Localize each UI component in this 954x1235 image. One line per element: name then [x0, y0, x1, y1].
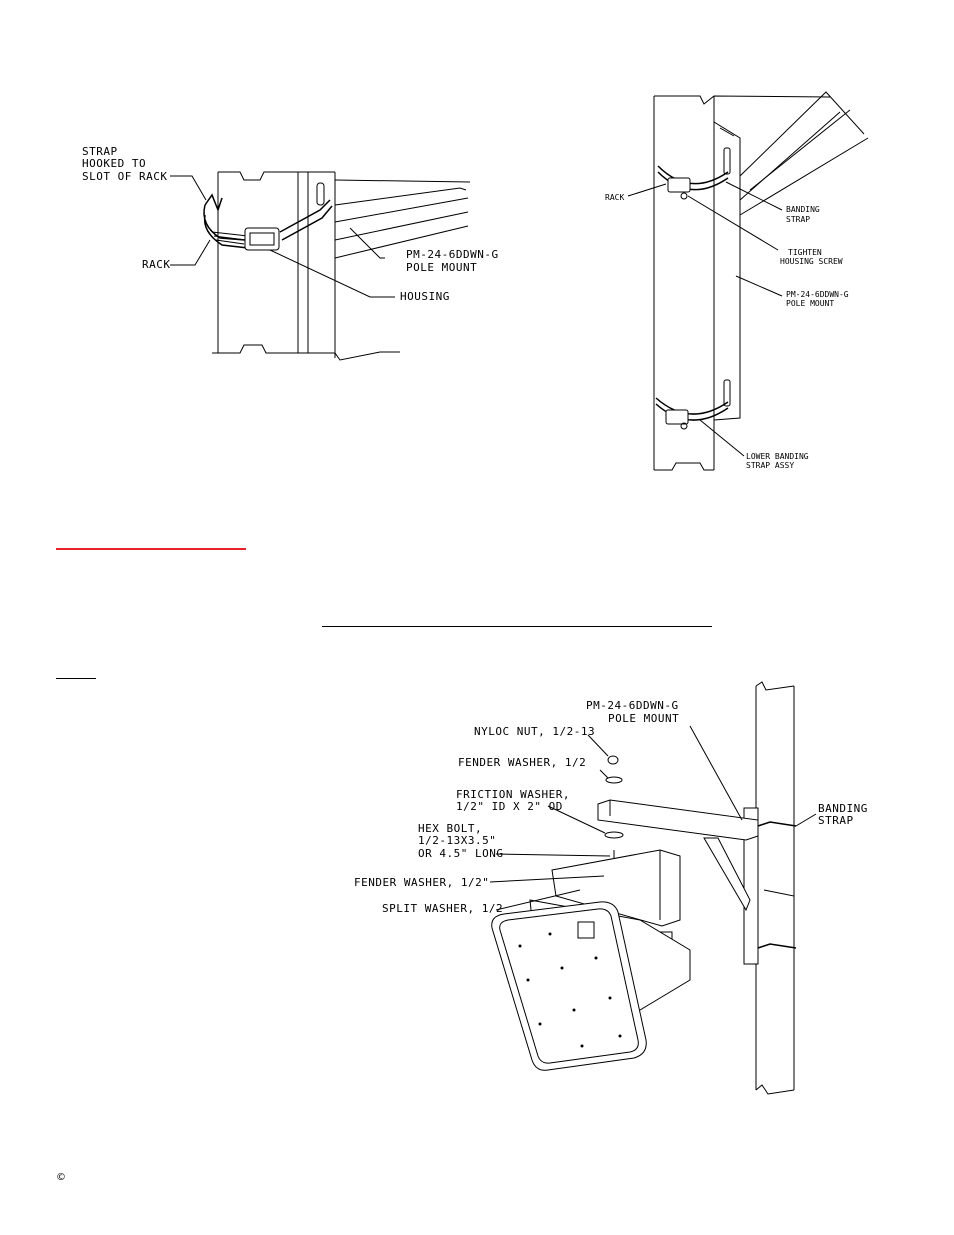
label-tighten-2: HOUSING SCREW — [780, 257, 843, 266]
label-pole-mount-2: POLE MOUNT — [786, 299, 834, 308]
label-banding-1: BANDING — [786, 205, 820, 214]
pole-top-break — [218, 171, 335, 181]
label-hex-3: OR 4.5" LONG — [418, 847, 503, 860]
subheading-rule — [322, 626, 712, 627]
leader-lower — [699, 419, 745, 457]
sign-vent — [577, 921, 595, 939]
mount-brace — [703, 837, 751, 912]
pole-top-break — [654, 95, 831, 105]
pole-bottom-break — [755, 1084, 795, 1095]
leader-fender-bottom — [489, 875, 605, 883]
label-rack: RACK — [605, 193, 624, 202]
leader-banding — [725, 181, 783, 211]
label-pole-mount-1: PM-24-6DDWN-G — [786, 290, 849, 299]
leader-friction — [547, 805, 606, 834]
label-pole-mount-1: PM-24-6DDWN-G — [406, 248, 499, 261]
pole-bottom-break — [654, 462, 714, 471]
label-split: SPLIT WASHER, 1/2 — [382, 902, 503, 915]
leader-pole-mount — [349, 227, 385, 259]
label-strap-2: HOOKED TO — [82, 157, 146, 170]
leader-hex — [495, 853, 611, 857]
banding-strap-lower — [757, 943, 797, 949]
lower-strap — [655, 397, 729, 415]
copyright-symbol: © — [56, 1172, 66, 1183]
section-heading-rule — [56, 548, 246, 550]
sign-face-dots — [518, 932, 622, 1048]
mount-plate — [743, 807, 759, 965]
label-lower-2: STRAP ASSY — [746, 461, 794, 470]
leader-nyloc — [587, 734, 609, 757]
figure-strap-rack-detail: STRAP HOOKED TO SLOT OF RACK RACK PM-24-… — [82, 145, 499, 361]
label-fender-bottom: FENDER WASHER, 1/2" — [354, 876, 489, 889]
pole-top-break — [755, 681, 795, 691]
label-strap-3: SLOT OF RACK — [82, 170, 167, 183]
leader-split — [495, 889, 581, 911]
label-pole-mount-2: POLE MOUNT — [406, 261, 477, 274]
strap-band — [203, 204, 246, 241]
label-hex-1: HEX BOLT, — [418, 822, 482, 835]
label-banding-2: STRAP — [786, 215, 810, 224]
pole-mount-arm — [739, 91, 865, 177]
leader-rack — [627, 183, 667, 197]
label-fender-top: FENDER WASHER, 1/2 — [458, 756, 586, 769]
note-rule — [56, 678, 96, 679]
friction-washer — [604, 831, 624, 839]
leader-strap — [170, 175, 207, 201]
leader-rack — [170, 239, 211, 266]
label-strap-1: STRAP — [82, 145, 118, 158]
label-hex-2: 1/2-13X3.5" — [418, 834, 496, 847]
leader-fender-top — [599, 769, 609, 779]
leader-pole-mount — [735, 275, 783, 297]
leader-banding — [795, 813, 817, 827]
leader-tighten — [687, 195, 779, 251]
label-friction-1: FRICTION WASHER, — [456, 788, 570, 801]
label-lower-1: LOWER BANDING — [746, 452, 809, 461]
leader-pole-mount — [689, 725, 743, 821]
nyloc-nut — [607, 755, 619, 765]
label-housing: HOUSING — [400, 290, 450, 303]
label-friction-2: 1/2" ID X 2" OD — [456, 800, 563, 813]
sign-face — [491, 901, 647, 1071]
label-banding-2: STRAP — [818, 814, 854, 827]
label-nyloc: NYLOC NUT, 1/2-13 — [474, 725, 595, 738]
fender-washer-top — [605, 776, 623, 784]
label-tighten-1: TIGHTEN — [788, 248, 822, 257]
leader-housing — [269, 249, 395, 298]
upper-strap — [657, 165, 729, 185]
figure-sign-mount-exploded: PM-24-6DDWN-G POLE MOUNT NYLOC NUT, 1/2-… — [354, 681, 868, 1095]
mount-slot — [316, 182, 325, 206]
label-pole-mount-2: POLE MOUNT — [608, 712, 679, 725]
upper-clamp — [667, 177, 691, 193]
label-banding-1: BANDING — [818, 802, 868, 815]
pole-mount-plate — [713, 121, 741, 421]
figure-pole-mount-assembly: RACK BANDING STRAP TIGHTEN HOUSING SCREW… — [605, 91, 869, 471]
label-pole-mount-1: PM-24-6DDWN-G — [586, 699, 679, 712]
pole-bottom-break — [212, 344, 400, 361]
label-rack: RACK — [142, 258, 171, 271]
banding-strap-upper — [757, 821, 797, 827]
lower-clamp — [665, 409, 689, 425]
